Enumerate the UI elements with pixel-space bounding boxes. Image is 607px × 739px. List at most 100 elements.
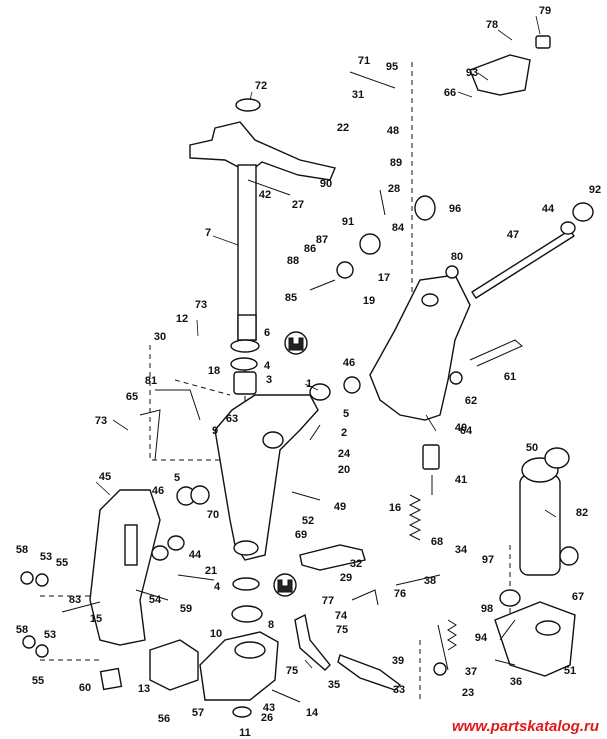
callout-54: 54 <box>149 594 162 606</box>
part-88-link <box>309 279 336 291</box>
callout-13: 13 <box>138 683 150 695</box>
callout-40: 40 <box>455 422 467 434</box>
callout-58a: 58 <box>16 544 28 556</box>
callout-36: 36 <box>510 676 522 688</box>
callout-85: 85 <box>285 292 297 304</box>
callout-23: 23 <box>462 687 474 699</box>
callout-53a: 53 <box>40 551 52 563</box>
callout-65: 65 <box>126 391 138 403</box>
callout-60: 60 <box>79 682 91 694</box>
callout-33: 33 <box>393 684 405 696</box>
callout-56: 56 <box>158 713 170 725</box>
callout-63: 63 <box>226 413 238 425</box>
callout-32: 32 <box>350 558 362 570</box>
part-49-pin <box>291 491 321 501</box>
callout-26: 26 <box>261 712 273 724</box>
callout-67: 67 <box>572 591 584 603</box>
part-61-rod <box>469 339 523 367</box>
callout-78: 78 <box>486 19 498 31</box>
part-37-rod <box>437 624 449 671</box>
watermark-text: www.partskatalog.ru <box>452 718 599 735</box>
callout-19: 19 <box>363 295 375 307</box>
callout-49: 49 <box>334 501 346 513</box>
callout-20: 20 <box>338 464 350 476</box>
callout-66: 66 <box>444 87 456 99</box>
callout-86: 86 <box>304 243 316 255</box>
part-47-tilt-tube <box>471 229 575 299</box>
part-64-tilt-bracket <box>369 274 471 421</box>
callout-11: 11 <box>239 727 251 739</box>
callout-50: 50 <box>526 442 538 454</box>
callout-55a: 55 <box>56 557 68 569</box>
callout-98: 98 <box>481 603 493 615</box>
leader-lines <box>95 15 557 669</box>
part-40-block <box>422 444 440 470</box>
part-7-steering-arm <box>189 121 336 181</box>
callout-53b: 53 <box>44 629 56 641</box>
callout-77: 77 <box>322 595 334 607</box>
callout-80: 80 <box>451 251 463 263</box>
callout-94: 94 <box>475 632 488 644</box>
callout-72: 72 <box>255 80 267 92</box>
callout-82: 82 <box>576 507 588 519</box>
part-14-bolt <box>271 689 301 703</box>
callout-9: 9 <box>212 425 218 437</box>
part-45-clamp-bracket <box>89 489 161 646</box>
callout-79: 79 <box>539 5 551 17</box>
part-32-plate <box>299 544 366 571</box>
part-98-link <box>499 619 516 641</box>
callout-39: 39 <box>392 655 404 667</box>
callout-44b: 44 <box>189 549 202 561</box>
callout-90: 90 <box>320 178 332 190</box>
callout-57: 57 <box>192 707 204 719</box>
callout-12: 12 <box>176 313 188 325</box>
part-4-washer <box>230 357 258 371</box>
callout-47: 47 <box>507 229 519 241</box>
callout-95: 95 <box>386 61 398 73</box>
part-82-trim-cylinder <box>519 474 561 576</box>
callout-3: 3 <box>266 374 272 386</box>
part-59-bolt <box>135 589 169 601</box>
callout-2: 2 <box>341 427 347 439</box>
part-21-bolt <box>177 574 215 581</box>
callout-87: 87 <box>316 234 328 246</box>
callout-64: 64 <box>460 425 473 437</box>
part-8-bearing <box>231 605 263 623</box>
callout-17: 17 <box>378 272 390 284</box>
part-16-spring <box>408 494 422 541</box>
callout-44a: 44 <box>542 203 555 215</box>
callout-4b: 4 <box>214 581 221 593</box>
part-1-swivel-bracket <box>214 394 319 561</box>
callout-51: 51 <box>564 665 576 677</box>
callout-46a: 46 <box>343 357 355 369</box>
part-65-bracket <box>139 409 161 461</box>
callout-97: 97 <box>482 554 494 566</box>
part-50-bushing <box>544 447 570 469</box>
callout-74: 74 <box>335 610 348 622</box>
callout-75b: 75 <box>286 665 298 677</box>
callout-4a: 4 <box>264 360 271 372</box>
callout-52: 52 <box>302 515 314 527</box>
part-24-pin <box>309 424 321 441</box>
callout-83: 83 <box>69 594 81 606</box>
part-3-bushing <box>233 371 257 395</box>
callout-24: 24 <box>338 448 351 460</box>
part-36-bolt <box>494 659 516 666</box>
part-33-linkage <box>337 654 402 691</box>
callout-30: 30 <box>154 331 166 343</box>
part-76-link <box>351 589 379 606</box>
callout-29: 29 <box>340 572 352 584</box>
part-27-bolt <box>247 179 291 196</box>
part-79-knob <box>535 35 551 49</box>
callout-22: 22 <box>337 122 349 134</box>
part-28-pin <box>379 189 386 216</box>
part-11-nut <box>232 706 252 718</box>
callout-38: 38 <box>424 575 436 587</box>
callout-37: 37 <box>465 666 477 678</box>
part-7-steering-tube <box>237 164 257 341</box>
callout-96: 96 <box>449 203 461 215</box>
callout-68: 68 <box>431 536 443 548</box>
callout-34: 34 <box>455 544 468 556</box>
part-10-lower-housing <box>199 631 279 701</box>
